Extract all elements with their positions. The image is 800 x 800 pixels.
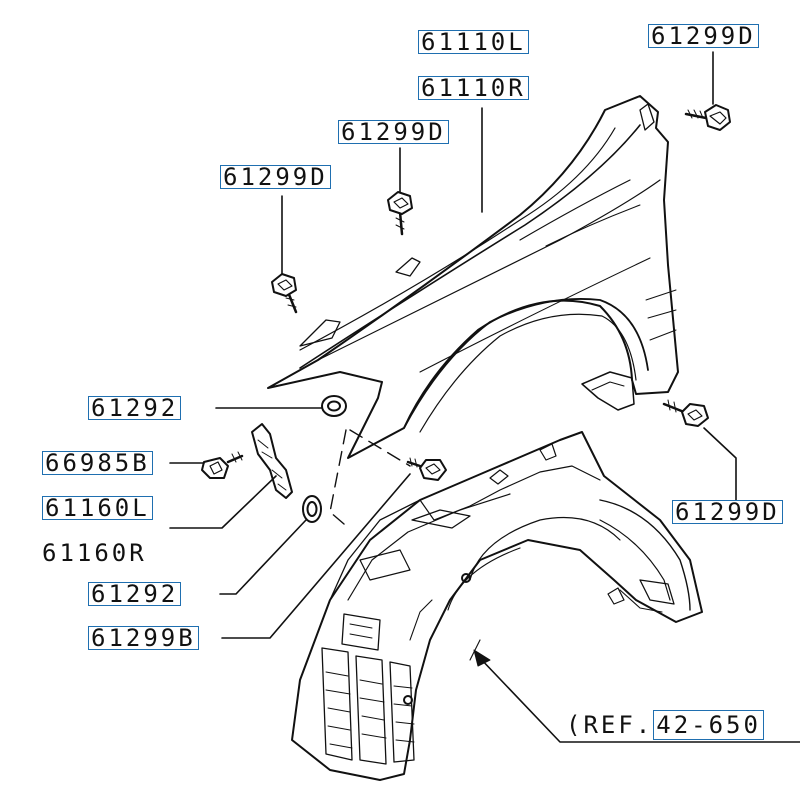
reference-prefix: (REF.	[566, 711, 654, 739]
label-61299d-lower-right[interactable]: 61299D	[672, 500, 783, 524]
label-66985b[interactable]: 66985B	[42, 451, 153, 475]
label-61299b[interactable]: 61299B	[88, 626, 199, 650]
bolt-upper-mid-icon	[387, 191, 413, 236]
label-61160l[interactable]: 61160L	[42, 496, 153, 520]
wheel-arch-liner	[291, 431, 703, 781]
grommet-upper-icon	[321, 395, 347, 417]
leader-lines	[169, 51, 800, 743]
label-61292-lower[interactable]: 61292	[88, 582, 182, 606]
front-fender	[267, 95, 679, 459]
ref-arrowhead	[473, 649, 491, 667]
grommet-lower-icon	[302, 495, 322, 523]
bracket-icon	[251, 423, 293, 499]
bolt-top-right-icon	[684, 104, 731, 131]
assembly-lines	[329, 429, 411, 525]
bolt-lower-right-icon	[662, 399, 709, 427]
label-61110l[interactable]: 61110L	[418, 30, 529, 54]
label-61299d-upper-left[interactable]: 61299D	[220, 165, 331, 189]
reference-link[interactable]: 42-650	[653, 710, 764, 740]
reference-note: (REF.42-650	[566, 710, 764, 740]
screw-icon	[406, 457, 447, 481]
label-61299d-upper-mid[interactable]: 61299D	[338, 120, 449, 144]
bolt-upper-left-icon	[271, 273, 298, 314]
label-61160r: 61160R	[42, 539, 147, 567]
clip-icon	[201, 451, 244, 479]
label-61110r[interactable]: 61110R	[418, 76, 529, 100]
label-61292-upper[interactable]: 61292	[88, 396, 182, 420]
label-61299d-top-right[interactable]: 61299D	[648, 24, 759, 48]
